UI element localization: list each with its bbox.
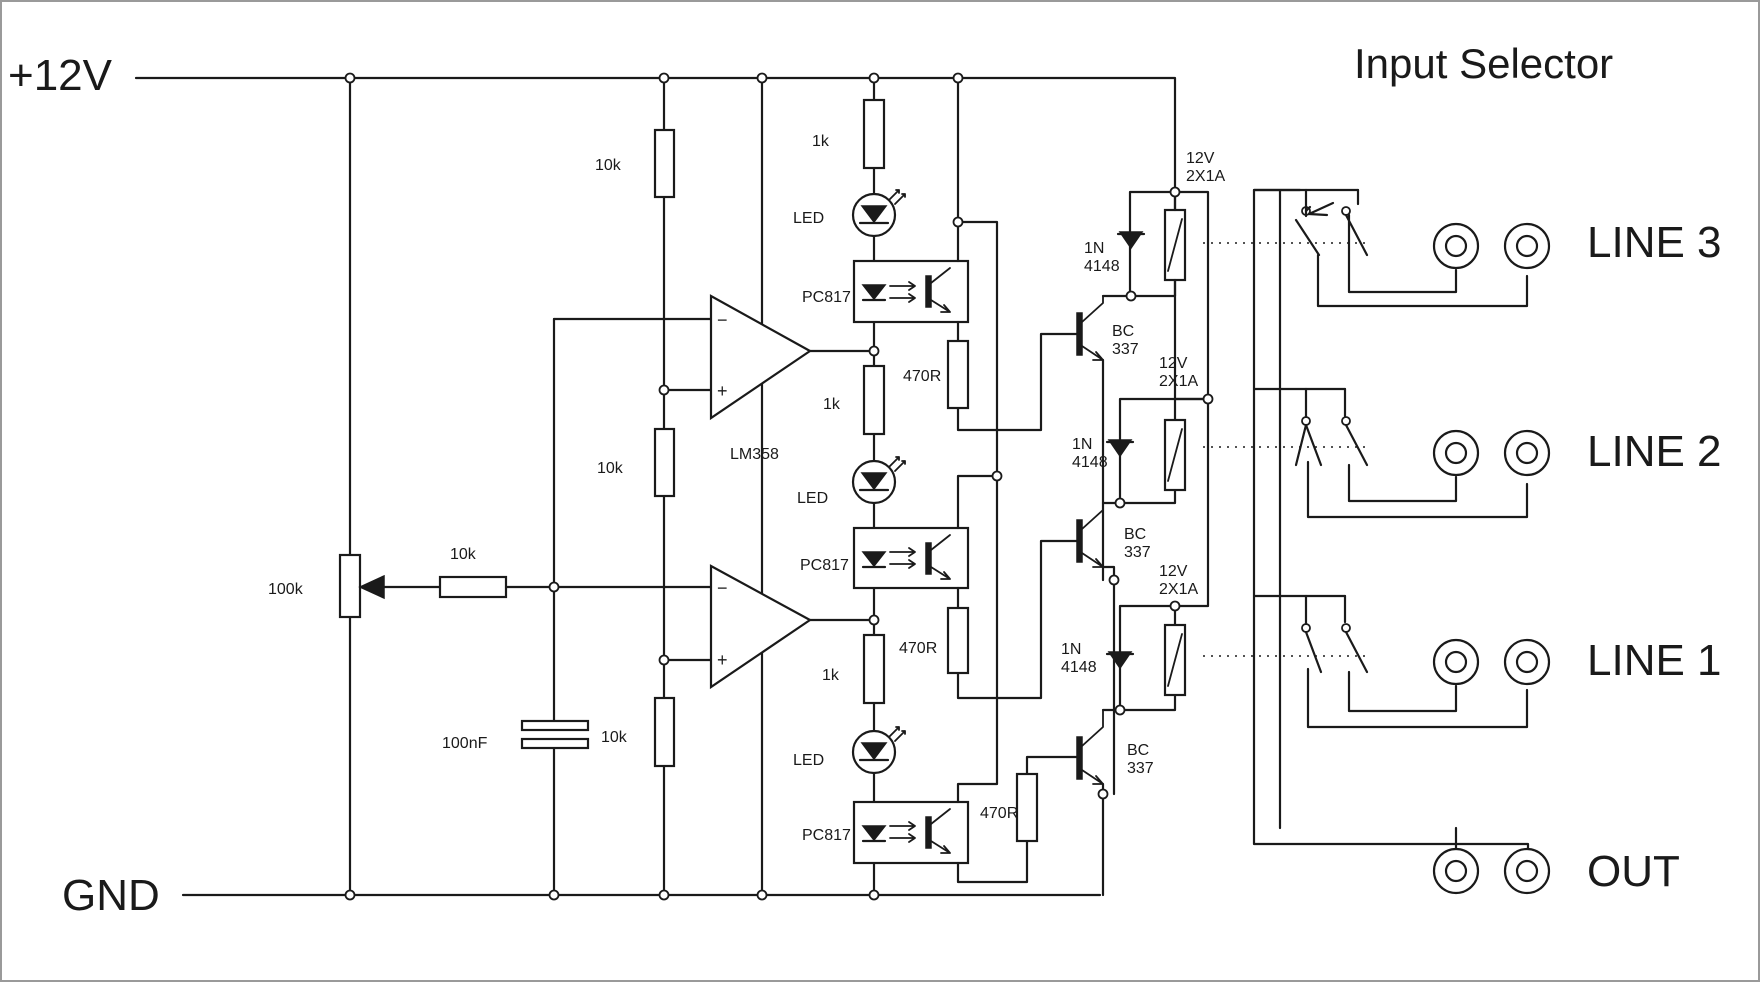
cap-label: 100nF <box>442 735 488 752</box>
opamp-lower <box>709 564 876 690</box>
relay-coil-line3 <box>1101 190 1210 401</box>
stage2-transistor-label-1: BC <box>1124 526 1146 543</box>
stage1-led-label: LED <box>793 210 824 227</box>
stage2-transistor-label-2: 337 <box>1124 544 1151 561</box>
stage1-rbase-label: 470R <box>903 368 941 385</box>
rail-label-12v: +12V <box>8 51 113 100</box>
opto-collector-wiring <box>946 76 1079 884</box>
junction-nodes <box>344 72 1214 901</box>
stage1-transistor-label-2: 337 <box>1112 341 1139 358</box>
stage1-rled-label: 1k <box>812 133 830 150</box>
opamp-lower-plus: + <box>717 650 728 670</box>
transistor-q3 <box>1076 709 1104 785</box>
rca-jacks <box>1432 222 1551 895</box>
pot-label: 100k <box>268 581 304 598</box>
opamp-upper-plus: + <box>717 381 728 401</box>
input-resistor-10k <box>438 575 713 599</box>
relay-coil-line1 <box>1101 604 1187 712</box>
capacitor-100nf <box>520 317 713 897</box>
stage3-relay-label-2: 2X1A <box>1159 581 1198 598</box>
switch-bank <box>1252 188 1530 873</box>
optocoupler-upper <box>852 259 970 324</box>
stage3-rled-label: 1k <box>822 667 840 684</box>
divider-r1-label: 10k <box>595 157 622 174</box>
stage1-diode-label-2: 4148 <box>1084 258 1120 275</box>
output-label-line2: LINE 2 <box>1587 427 1722 476</box>
optocoupler-middle <box>852 526 970 590</box>
rail-label-gnd: GND <box>62 871 160 920</box>
output-label-line3: LINE 3 <box>1587 218 1722 267</box>
transistor-q1 <box>1076 295 1104 361</box>
stage2-relay-label-2: 2X1A <box>1159 373 1198 390</box>
divider-chain <box>653 76 713 897</box>
stage1-relay-label-2: 2X1A <box>1186 168 1225 185</box>
stage3-diode-label-1: 1N <box>1061 641 1081 658</box>
transistor-q2 <box>1076 502 1104 568</box>
opamp-upper-minus: − <box>717 310 728 330</box>
stage3-led-label: LED <box>793 752 824 769</box>
opamp-upper <box>709 294 876 421</box>
input-resistor-label: 10k <box>450 546 477 563</box>
stage1-transistor-label-1: BC <box>1112 323 1134 340</box>
stage3-opto-label: PC817 <box>802 827 851 844</box>
stage2-diode-label-1: 1N <box>1072 436 1092 453</box>
stage2-rled-label: 1k <box>823 396 841 413</box>
stage3-diode-label-2: 4148 <box>1061 659 1097 676</box>
divider-r3-label: 10k <box>601 729 628 746</box>
led-chain-column <box>851 76 906 897</box>
stage2-rbase-label: 470R <box>899 640 937 657</box>
stage1-diode-label-1: 1N <box>1084 240 1104 257</box>
stage2-diode-label-2: 4148 <box>1072 454 1108 471</box>
divider-r2-label: 10k <box>597 460 624 477</box>
stage2-opto-label: PC817 <box>800 557 849 574</box>
stage2-relay-label-1: 12V <box>1159 355 1188 372</box>
emitter-bus <box>1101 358 1116 897</box>
power-rail-12v <box>134 76 1177 198</box>
stage3-transistor-label-2: 337 <box>1127 760 1154 777</box>
output-label-out: OUT <box>1587 847 1680 896</box>
output-label-line1: LINE 1 <box>1587 636 1722 685</box>
opamp-lower-minus: − <box>717 578 728 598</box>
potentiometer-100k <box>338 76 442 897</box>
optocoupler-lower <box>852 800 970 865</box>
stage3-relay-label-1: 12V <box>1159 563 1188 580</box>
stage1-opto-label: PC817 <box>802 289 851 306</box>
stage1-relay-label-1: 12V <box>1186 150 1215 167</box>
stage3-rbase-label: 470R <box>980 805 1018 822</box>
opamp-label: LM358 <box>730 446 779 463</box>
stage2-led-label: LED <box>797 490 828 507</box>
stage3-transistor-label-1: BC <box>1127 742 1149 759</box>
diagram-title: Input Selector <box>1354 40 1613 87</box>
